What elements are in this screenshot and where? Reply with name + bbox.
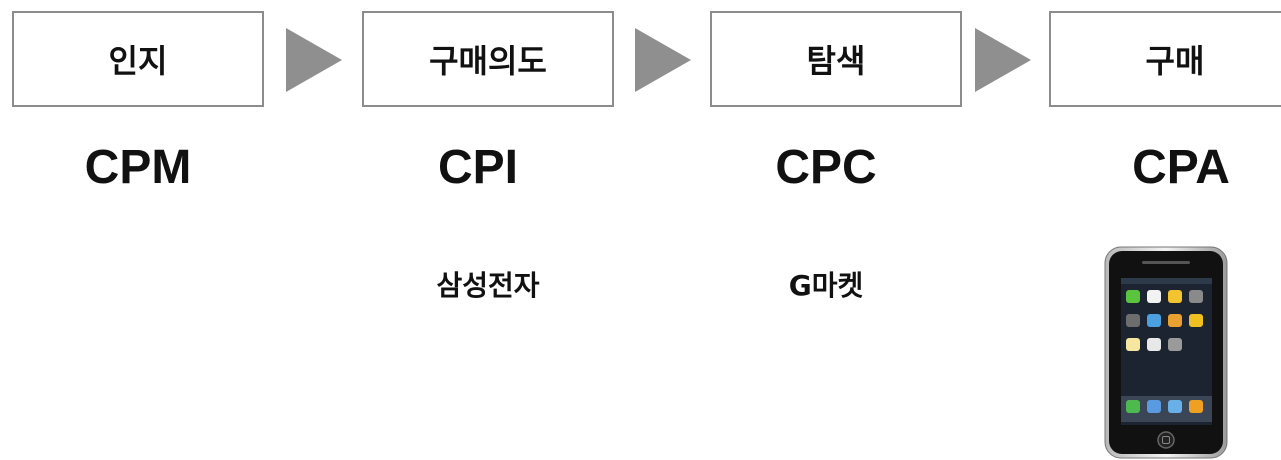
example-search: G마켓	[788, 269, 864, 302]
example-intent: 삼성전자	[436, 269, 540, 302]
stage-box-intent: 구매의도	[362, 11, 614, 107]
stage-box-purchase: 구매	[1049, 11, 1281, 107]
metric-purchase: CPA	[1132, 141, 1230, 194]
stage-label-purchase: 구매	[1145, 42, 1205, 80]
smartphone-icon	[1104, 246, 1228, 459]
metric-intent: CPI	[437, 141, 518, 194]
stage-box-search: 탐색	[710, 11, 962, 107]
arrow-right-icon	[635, 28, 691, 92]
stage-label-search: 탐색	[806, 42, 866, 80]
stage-label-intent: 구매의도	[429, 42, 547, 80]
stage-box-awareness: 인지	[12, 11, 264, 107]
stage-label-awareness: 인지	[108, 42, 168, 80]
arrow-right-icon	[975, 28, 1031, 92]
arrow-right-icon	[286, 28, 342, 92]
metric-search: CPC	[775, 141, 877, 194]
metric-awareness: CPM	[84, 141, 192, 194]
